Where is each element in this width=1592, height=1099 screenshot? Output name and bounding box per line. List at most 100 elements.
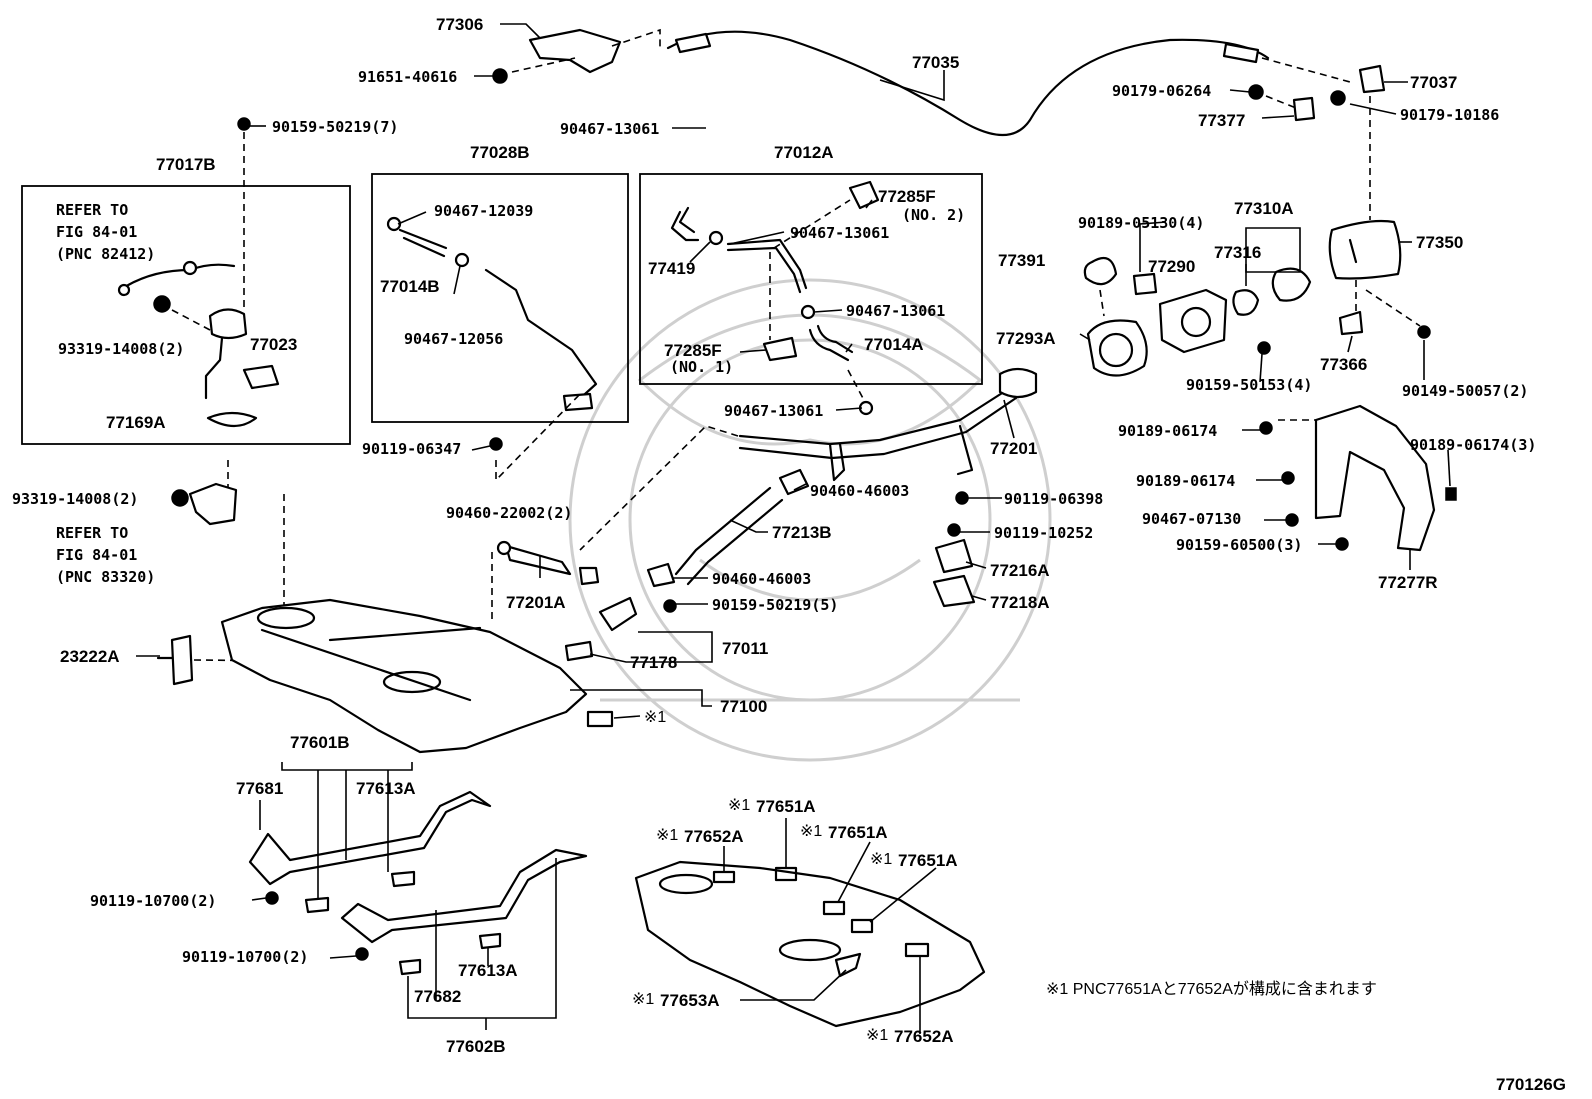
- label-mark-77652A-a: ※1: [656, 827, 678, 844]
- hinge-77366: [1338, 310, 1364, 336]
- filler-pipe-group: [579, 367, 1038, 588]
- label-90159-50219-5: 90159-50219(5): [712, 596, 838, 614]
- label-77651A-c: 77651A: [898, 851, 958, 870]
- nut-90179-06264: [1248, 84, 1264, 100]
- strap-77681: [248, 790, 492, 886]
- label-77652A-b: 77652A: [894, 1027, 954, 1046]
- label-90467-13061-c: 90467-13061: [846, 302, 945, 320]
- label-77651A-a: 77651A: [756, 797, 816, 816]
- label-77035: 77035: [912, 53, 959, 72]
- part-77035-cable: [666, 30, 1270, 137]
- label-90189-06174-b: 90189-06174: [1136, 472, 1235, 490]
- label-77028B: 77028B: [470, 143, 530, 162]
- housing-77293A: [1086, 319, 1148, 377]
- label-91651-40616: 91651-40616: [358, 68, 457, 86]
- clip-77613A-b: [478, 932, 502, 950]
- part-labels: 77306 91651-40616 77035 77037 90179-0626…: [12, 15, 1566, 1094]
- label-90119-10700-b: 90119-10700(2): [182, 948, 308, 966]
- diagram-id: 770126G: [1496, 1075, 1566, 1094]
- label-77310A: 77310A: [1234, 199, 1294, 218]
- label-90179-10186: 90179-10186: [1400, 106, 1499, 124]
- label-90189-06174-a: 90189-06174: [1118, 422, 1217, 440]
- cap-77310A: [1271, 267, 1312, 302]
- label-90119-10700-a: 90119-10700(2): [90, 892, 216, 910]
- fuel-tank-77100: [220, 596, 677, 754]
- label-77613A-a: 77613A: [356, 779, 416, 798]
- sender-bracket: [188, 482, 238, 526]
- part-77023: [242, 364, 280, 390]
- pad-77651A-b: [822, 900, 846, 916]
- label-77011: 77011: [722, 639, 768, 658]
- label-90149-50057: 90149-50057(2): [1402, 382, 1528, 400]
- label-77652A-a: 77652A: [684, 827, 744, 846]
- label-90179-06264: 90179-06264: [1112, 82, 1211, 100]
- label-77601B: 77601B: [290, 733, 350, 752]
- label-77350: 77350: [1416, 233, 1463, 252]
- hose-box-77028B: [371, 173, 629, 423]
- part-77306-bracket: [528, 28, 622, 74]
- label-77218A: 77218A: [990, 593, 1050, 612]
- bolt-90119-10700-b: [355, 947, 369, 961]
- left-fittings-group: REFER TO FIG 84-01 (PNC 83320): [56, 391, 600, 686]
- gasket-93319-14008: [153, 295, 171, 313]
- fuel-lid-77350: [1328, 219, 1402, 280]
- filler-door-group: [1083, 219, 1431, 377]
- ring-77316: [1232, 289, 1260, 316]
- label-77285F-no2-sub: (NO. 2): [902, 206, 965, 224]
- label-77023: 77023: [250, 335, 297, 354]
- valve-23222A: [170, 634, 194, 686]
- refer-note-2-line2: FIG 84-01: [56, 546, 137, 564]
- label-mark-77651A-a: ※1: [728, 797, 750, 814]
- label-77285F-no1: 77285F: [664, 341, 722, 360]
- hose-77014A: [808, 328, 850, 362]
- clamp-90460-46003-b: [646, 562, 676, 588]
- label-90189-06174-3: 90189-06174(3): [1410, 436, 1536, 454]
- clamp-90460-46003-a: [778, 468, 810, 496]
- label-90159-50219-7: 90159-50219(7): [272, 118, 398, 136]
- gasket-77178: [564, 640, 594, 662]
- bolt-90159-50219-5: [663, 599, 677, 613]
- refer-note-1-line3: (PNC 82412): [56, 245, 155, 263]
- part-77169A-ring: [206, 411, 258, 428]
- strap-77682: [340, 848, 588, 944]
- label-77012A: 77012A: [774, 143, 834, 162]
- label-77681: 77681: [236, 779, 283, 798]
- refer-note-2-line1: REFER TO: [56, 524, 128, 542]
- bolt-90119-06398: [955, 491, 969, 505]
- label-77613A-b: 77613A: [458, 961, 518, 980]
- label-mark-note-tank: ※1: [644, 709, 666, 726]
- label-90467-07130: 90467-07130: [1142, 510, 1241, 528]
- label-77169A: 77169A: [106, 413, 166, 432]
- gasket-77391: [1083, 256, 1118, 286]
- label-77037: 77037: [1410, 73, 1457, 92]
- hose-77213B: [674, 486, 772, 576]
- gasket-93319-14008-b: [171, 489, 189, 507]
- clip-77285F-no1: [762, 336, 798, 362]
- screw-90149-50057: [1417, 325, 1431, 339]
- label-77419: 77419: [648, 259, 695, 278]
- label-mark-77651A-c: ※1: [870, 851, 892, 868]
- tank-straps-group: [248, 790, 588, 976]
- mount-brackets-group: [932, 491, 976, 608]
- pipe-77012A: [726, 238, 808, 290]
- refer-note-1-line2: FIG 84-01: [56, 223, 137, 241]
- watermark: [568, 278, 1052, 762]
- pad-77652A-b: [904, 942, 930, 958]
- bolt-90119-06347: [489, 437, 503, 451]
- screw-90159-50153: [1257, 341, 1271, 355]
- label-90460-22002: 90460-22002(2): [446, 504, 572, 522]
- refer-note-1-line1: REFER TO: [56, 201, 128, 219]
- label-77277R: 77277R: [1378, 573, 1438, 592]
- label-90119-10252: 90119-10252: [994, 524, 1093, 542]
- label-90467-13061-a: 90467-13061: [560, 120, 659, 138]
- label-77285F-no2: 77285F: [878, 187, 936, 206]
- bracket-77218A: [932, 574, 976, 608]
- label-23222A: 23222A: [60, 647, 120, 666]
- label-90467-12056: 90467-12056: [404, 330, 503, 348]
- bolt-90119-10252: [947, 523, 961, 537]
- bolt-90159-50219: [237, 117, 251, 131]
- pipe-90467-12056: [484, 268, 598, 406]
- label-77391: 77391: [998, 251, 1045, 270]
- label-90189-05130: 90189-05130(4): [1078, 214, 1204, 232]
- clip-90189-05130: [1132, 272, 1158, 296]
